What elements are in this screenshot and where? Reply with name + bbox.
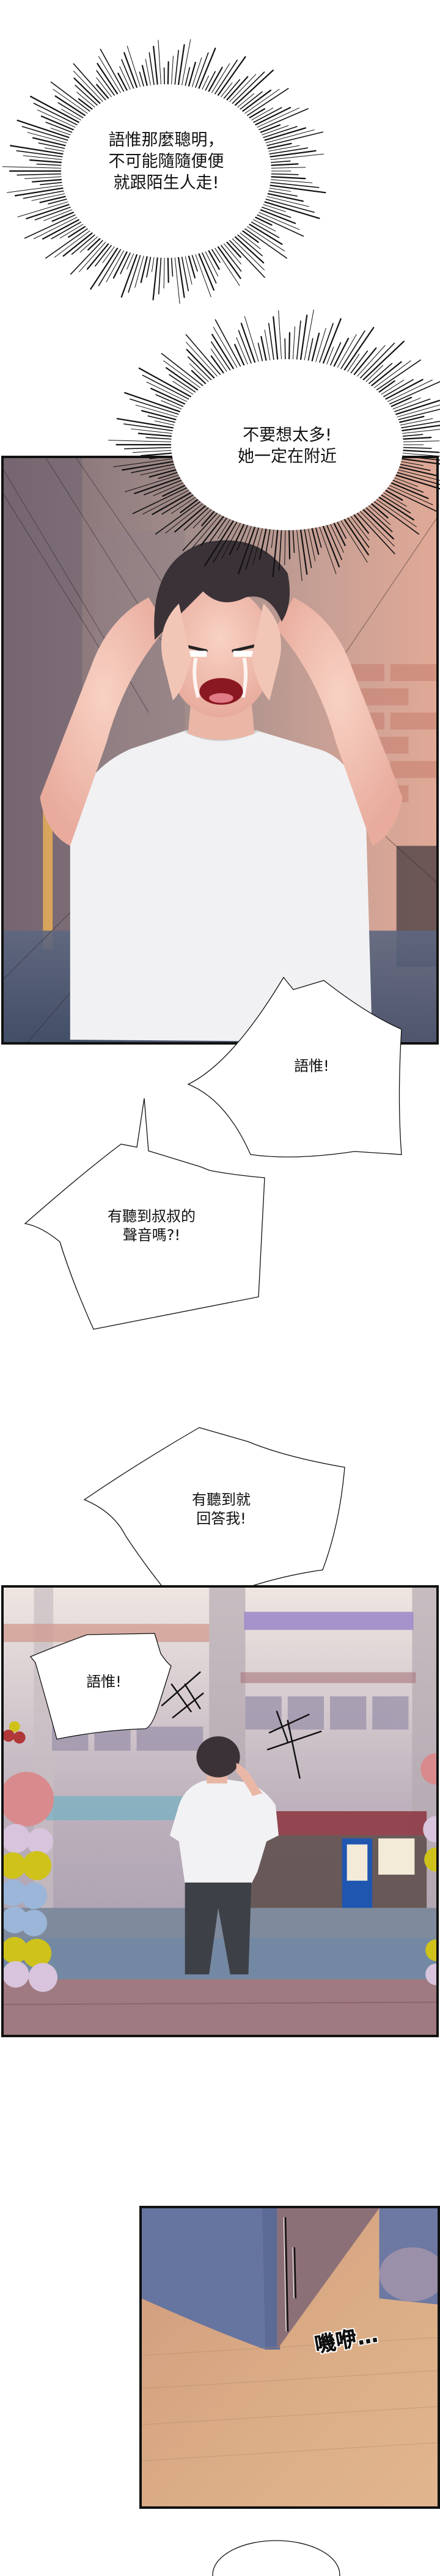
oval-bubble-shape xyxy=(212,2540,340,2576)
bubble-5-text: 有聽到就 回答我! xyxy=(192,1491,251,1528)
bubble-4-text: 有聽到叔叔的 聲音嗎?! xyxy=(108,1208,196,1244)
emphasis-burst-bubble-2: 不要想太多! 她一定在附近 xyxy=(108,309,440,582)
bubble-6-text: 語惟! xyxy=(86,1673,122,1690)
speech-bubble-partial xyxy=(211,2539,342,2576)
bubble-3-text: 語惟! xyxy=(294,1057,329,1075)
panel-1-illustration xyxy=(4,458,436,1042)
jagged-bubble-shape xyxy=(187,976,402,1158)
speech-bubble-shout-1: 語惟! xyxy=(183,976,409,1161)
burst-lines-icon xyxy=(2,39,326,304)
jagged-bubble-shape xyxy=(24,1098,265,1330)
emphasis-burst-bubble-1: 語惟那麼聰明， 不可能隨隨便便 就跟陌生人走! xyxy=(2,39,326,304)
speech-bubble-shout-3: 有聽到就 回答我! xyxy=(83,1426,347,1604)
panel-3-door-opening: 嘰咿… xyxy=(139,2206,440,2509)
panel-1-crying-man xyxy=(1,456,439,1045)
speech-bubble-shout-4: 語惟! xyxy=(29,1632,176,1740)
jagged-bubble-shape xyxy=(29,1633,172,1740)
panel-3-illustration xyxy=(142,2208,438,2506)
bubble-1-text: 語惟那麼聰明， 不可能隨隨便便 就跟陌生人走! xyxy=(108,131,224,193)
speech-bubble-shout-2: 有聽到叔叔的 聲音嗎?! xyxy=(23,1098,268,1330)
bubble-2-text: 不要想太多! 她一定在附近 xyxy=(238,426,337,467)
burst-lines-icon xyxy=(108,309,440,582)
